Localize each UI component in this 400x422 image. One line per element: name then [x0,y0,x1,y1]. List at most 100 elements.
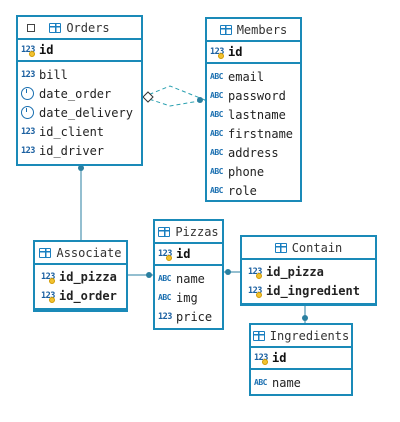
text-type-icon: ABC [210,72,223,81]
pk-name: id [39,43,54,57]
pk-name: id [228,45,243,59]
column-row[interactable]: ABC lastname [207,105,300,124]
column-row[interactable]: ABC phone [207,162,300,181]
text-type-icon: ABC [210,148,223,157]
primary-key-number-icon: 123 [248,267,266,279]
orders-title: Orders [66,20,110,35]
ingredients-title: Ingredients [269,328,350,343]
table-icon [158,226,171,237]
column-row[interactable]: date_order [18,84,141,103]
column-row[interactable]: ABC role [207,181,300,200]
column-name: lastname [228,107,286,122]
pk-name: id [176,247,191,261]
column-row[interactable]: 123 price [155,307,222,326]
orders-members-link-1 [142,85,206,101]
column-name: password [228,88,286,103]
members-title: Members [236,22,288,37]
pizzas-title: Pizzas [175,224,219,239]
column-name: price [176,309,213,324]
number-type-icon: 123 [21,69,35,80]
column-row[interactable]: ABC img [155,288,222,307]
foreign-key-number-icon: 123 [21,127,39,137]
table-icon [252,330,265,341]
column-name: role [228,183,257,198]
text-type-icon: ABC [210,91,223,100]
table-icon [39,247,52,258]
text-type-icon: ABC [254,378,267,387]
primary-key-number-icon: 123 [158,249,176,261]
column-name: img [176,290,198,305]
associate-title: Associate [56,245,122,260]
column-row[interactable]: date_delivery [18,103,141,122]
table-icon [274,242,287,253]
text-type-icon: ABC [158,293,171,302]
number-type-icon: 123 [158,311,172,322]
datetime-icon [21,106,34,119]
pizzas-header: Pizzas [155,221,222,244]
column-name: name [272,375,301,390]
text-type-icon: ABC [158,274,171,283]
ingredients-columns: ABC name [251,370,351,392]
pk-name: id_ingredient [266,283,360,298]
column-name: bill [39,67,68,82]
orders-link-dot [78,165,84,171]
column-row[interactable]: ABC password [207,86,300,105]
primary-key-number-icon: 123 [210,47,228,59]
column-row[interactable]: ABC name [155,269,222,288]
primary-key-number-icon: 123 [248,286,266,298]
associate-header: Associate [35,242,126,265]
datetime-icon [21,87,34,100]
column-name: date_order [39,86,112,101]
column-name: firstname [228,126,294,141]
ingredients-header: Ingredients [251,325,351,348]
pizzas-right-dot [225,269,231,275]
pk-name: id_order [59,288,117,303]
column-name: name [176,271,205,286]
text-type-icon: ABC [210,186,223,195]
primary-key-number-icon: 123 [41,291,59,303]
ingredients-top-dot [302,315,308,321]
text-type-icon: ABC [210,110,223,119]
column-name: id_driver [39,143,105,158]
contain-header: Contain [242,237,375,260]
column-name: email [228,69,265,84]
members-header: Members [207,19,300,42]
column-name: phone [228,164,265,179]
text-type-icon: ABC [210,167,223,176]
orders-members-link-2 [142,96,206,107]
column-row[interactable]: ABC email [207,67,300,86]
column-row[interactable]: 123 bill [18,65,141,84]
orders-header: Orders [18,17,141,40]
column-row[interactable]: ABC name [251,373,351,392]
pk-name: id_pizza [266,264,324,279]
orders-diamond-marker [142,91,154,103]
column-name: date_delivery [39,105,133,120]
pk-name: id [272,351,287,365]
foreign-key-number-icon: 123 [21,146,39,156]
pk-name: id_pizza [59,269,117,284]
pizzas-left-dot [146,272,152,278]
